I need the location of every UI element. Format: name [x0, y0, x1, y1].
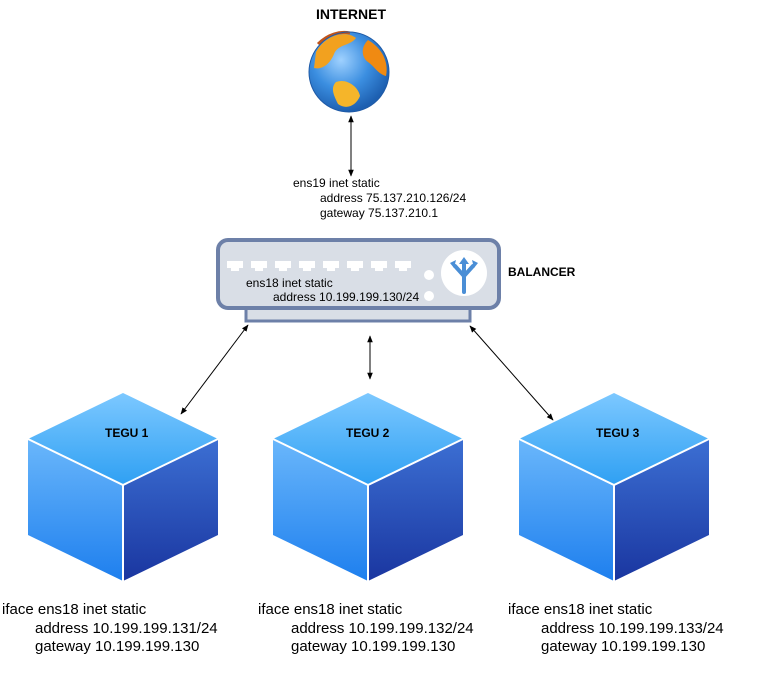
node-label-tegu1: TEGU 1: [105, 426, 149, 440]
balancer-split-icon: [441, 250, 487, 296]
globe-icon: [308, 30, 390, 113]
internet-config-line1: ens19 inet static: [293, 176, 380, 190]
balancer-title: BALANCER: [508, 265, 576, 279]
internet-config-line2: address 75.137.210.126/24: [320, 191, 467, 205]
server-cube-icon: [272, 392, 464, 582]
balancer-config-line2: address 10.199.199.130/24: [273, 290, 420, 304]
node3-config-line3: gateway 10.199.199.130: [541, 638, 706, 655]
node2-config-line1: iface ens18 inet static: [258, 601, 403, 618]
node3-config-line1: iface ens18 inet static: [508, 601, 653, 618]
balancer-config-line1: ens18 inet static: [246, 276, 333, 290]
node2-config-line2: address 10.199.199.132/24: [291, 620, 474, 637]
link-balancer-tegu1: [180, 324, 249, 415]
server-cube-icon: [518, 392, 710, 582]
load-balancer-router-icon: [216, 238, 501, 323]
node3-config-line2: address 10.199.199.133/24: [541, 620, 724, 637]
node2-config-line3: gateway 10.199.199.130: [291, 638, 456, 655]
node-label-tegu2: TEGU 2: [346, 426, 390, 440]
node1-config-line1: iface ens18 inet static: [2, 601, 147, 618]
link-balancer-tegu3: [469, 325, 554, 421]
internet-title: INTERNET: [316, 6, 386, 22]
port-icons: [227, 261, 411, 271]
node-label-tegu3: TEGU 3: [596, 426, 640, 440]
node1-config-line2: address 10.199.199.131/24: [35, 620, 218, 637]
internet-config-line3: gateway 75.137.210.1: [320, 206, 439, 220]
node1-config-line3: gateway 10.199.199.130: [35, 638, 200, 655]
server-cube-icon: [27, 392, 219, 582]
